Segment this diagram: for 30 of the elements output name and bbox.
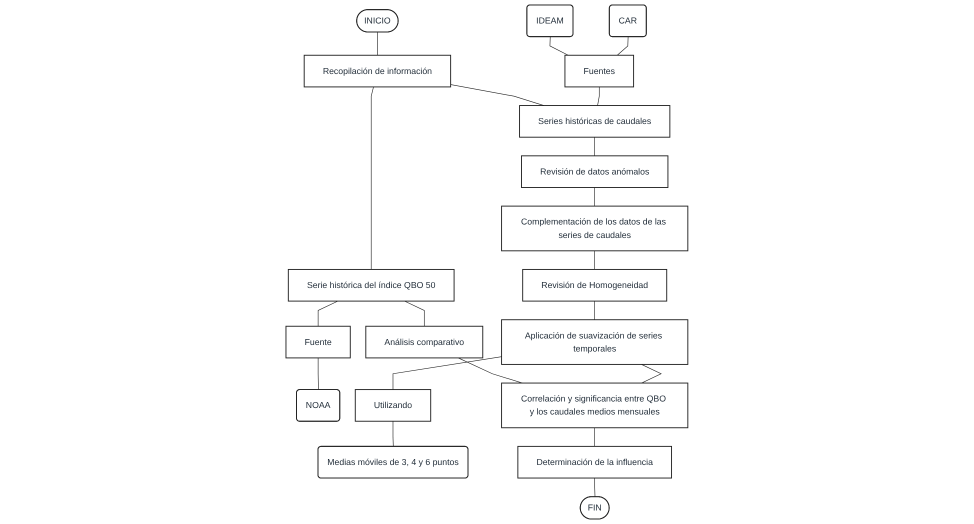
node-box: [517, 446, 672, 478]
connector: [377, 32, 378, 56]
connector: [594, 427, 596, 447]
node-box: [288, 268, 455, 302]
node-box: [501, 319, 688, 365]
connector: [597, 86, 600, 106]
node-box: [564, 54, 634, 88]
node-box: [286, 326, 351, 358]
flowchart: INICIO Recopilación de información IDEAM CAR Fuentes Series históricas de caudales Serie histórica del índice QBO 50 Fuente NOAA Revisión de datos anómalos Complementación de los datos de las series de caudales Análisis comparativo Revisión de Homogeneidad Aplicación de suavización de series temporales Correlación y significancia entre QBO y los caudales medios mensuales Utilizando Medias móviles de 3, 4 y 6 puntos Determinación de la influencia FIN: [281, 0, 693, 524]
connector: [450, 84, 544, 106]
connector: [594, 478, 596, 498]
connector: [550, 36, 569, 56]
connector: [594, 187, 596, 206]
node-box: [354, 389, 432, 422]
node-box: [522, 268, 668, 302]
node-box: [304, 54, 452, 88]
connector: [594, 300, 596, 320]
node-box: [365, 326, 484, 358]
connector: [371, 86, 374, 270]
connector: [318, 358, 319, 390]
node-box: [501, 206, 688, 252]
connector: [594, 250, 596, 270]
connector: [392, 356, 502, 390]
node-box: [521, 155, 668, 188]
connector: [392, 420, 394, 447]
node-box: [519, 105, 670, 138]
node-box: [501, 382, 688, 428]
connector: [617, 36, 629, 56]
connector: [594, 136, 596, 156]
connector: [458, 358, 523, 384]
